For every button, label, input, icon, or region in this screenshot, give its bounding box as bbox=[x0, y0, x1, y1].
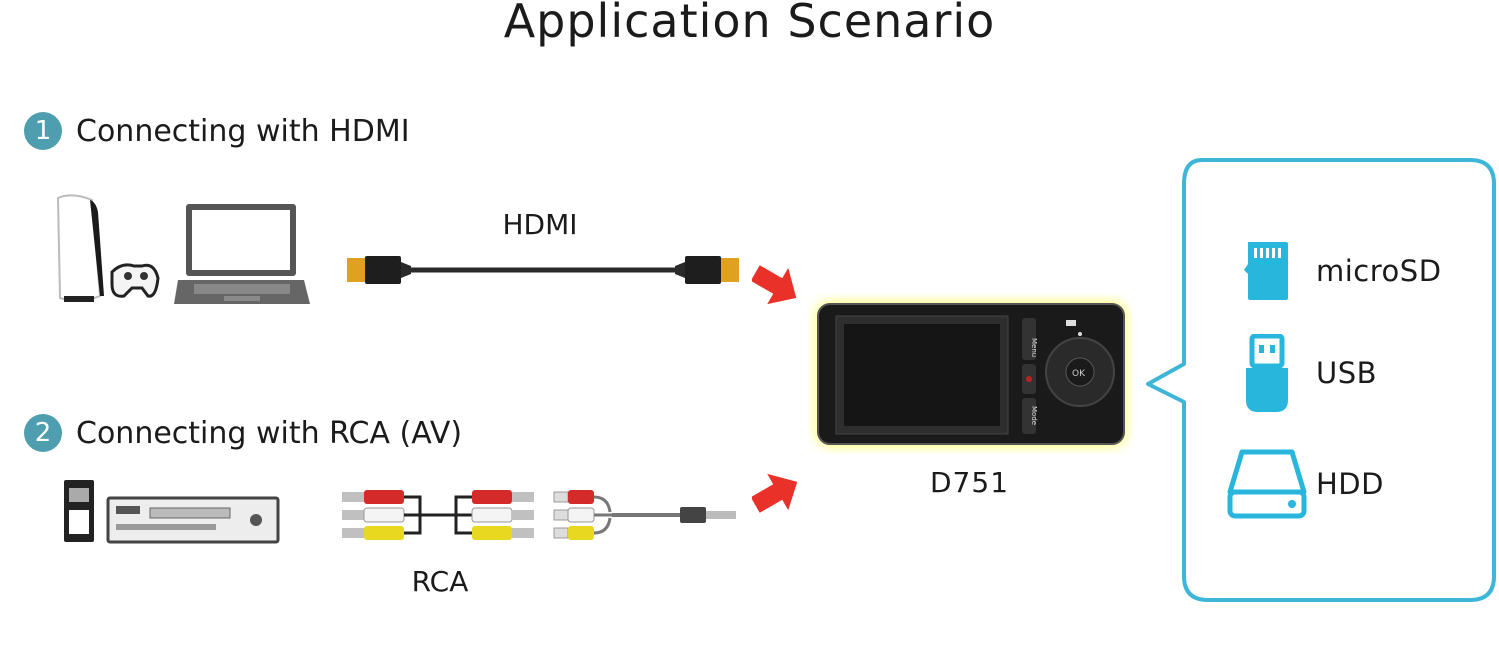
mode-button-label: Mode bbox=[1030, 406, 1038, 425]
menu-button-label: Menu bbox=[1030, 338, 1038, 357]
ok-button-label: OK bbox=[1072, 369, 1086, 379]
storage-label-microsd: microSD bbox=[1316, 254, 1442, 288]
hdmi-cable-label: HDMI bbox=[502, 208, 578, 241]
rca-cable-icon bbox=[340, 488, 745, 548]
usb-icon bbox=[1244, 334, 1290, 414]
hdd-icon bbox=[1226, 448, 1308, 522]
arrow-hdmi-icon bbox=[752, 262, 802, 308]
hdmi-cable-icon bbox=[345, 250, 740, 290]
arrow-rca-icon bbox=[752, 470, 802, 516]
d751-device: Menu Mode OK bbox=[808, 294, 1134, 454]
laptop-icon bbox=[174, 200, 314, 310]
section-rca-heading: 2 Connecting with RCA (AV) bbox=[24, 414, 462, 452]
microsd-icon bbox=[1244, 240, 1290, 302]
rca-cable-label: RCA bbox=[411, 565, 469, 598]
storage-label-hdd: HDD bbox=[1316, 467, 1384, 501]
step-number-1: 1 bbox=[24, 112, 62, 150]
storage-label-usb: USB bbox=[1316, 356, 1378, 390]
page-title: Application Scenario bbox=[503, 0, 996, 48]
game-console-icon bbox=[50, 192, 160, 307]
vcr-icon bbox=[60, 478, 282, 548]
section-rca-label: Connecting with RCA (AV) bbox=[76, 415, 463, 451]
section-hdmi-label: Connecting with HDMI bbox=[76, 113, 410, 149]
step-number-2: 2 bbox=[24, 414, 62, 452]
section-hdmi-heading: 1 Connecting with HDMI bbox=[24, 112, 410, 150]
device-name-label: D751 bbox=[930, 466, 1010, 499]
